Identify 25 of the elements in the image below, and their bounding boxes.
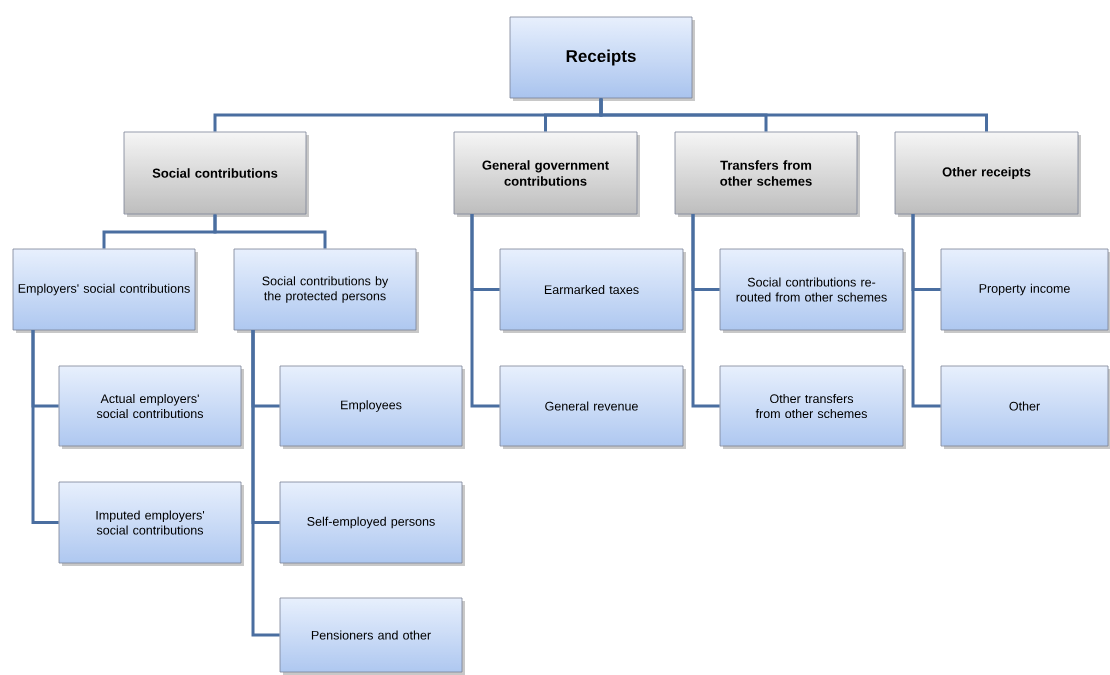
- connector-line: [213, 214, 327, 249]
- category-box: Other receipts: [894, 131, 1081, 217]
- connector-line: [691, 214, 720, 408]
- connector-line: [470, 214, 500, 408]
- connector-line: [251, 330, 280, 637]
- connector-line: [599, 98, 988, 132]
- category-box: Transfers from other schemes: [674, 131, 860, 217]
- item-box: Self-employed persons: [279, 481, 465, 566]
- category-box: General government contributions: [453, 131, 640, 217]
- connector-line: [911, 214, 941, 408]
- category-box: Social contributions: [123, 131, 309, 217]
- item-box: Employees: [279, 365, 465, 449]
- item-box: Property income: [940, 248, 1110, 333]
- item-box: Imputed employers' social contributions: [58, 481, 244, 566]
- item-box: Pensioners and other: [279, 597, 465, 675]
- root-box: Receipts: [509, 16, 695, 101]
- item-box: Other: [940, 365, 1110, 449]
- item-box: General revenue: [499, 365, 686, 449]
- item-box: Social contributions by the protected persons: [233, 248, 419, 333]
- item-box: Social contributions re-routed from other schemes: [719, 248, 906, 333]
- item-box: Other transfers from other schemes: [719, 365, 906, 449]
- item-box: Earmarked taxes: [499, 248, 686, 333]
- item-box: Employers' social contributions: [12, 248, 198, 333]
- connector-line: [31, 330, 59, 524]
- item-box: Actual employers' social contributions: [58, 365, 244, 449]
